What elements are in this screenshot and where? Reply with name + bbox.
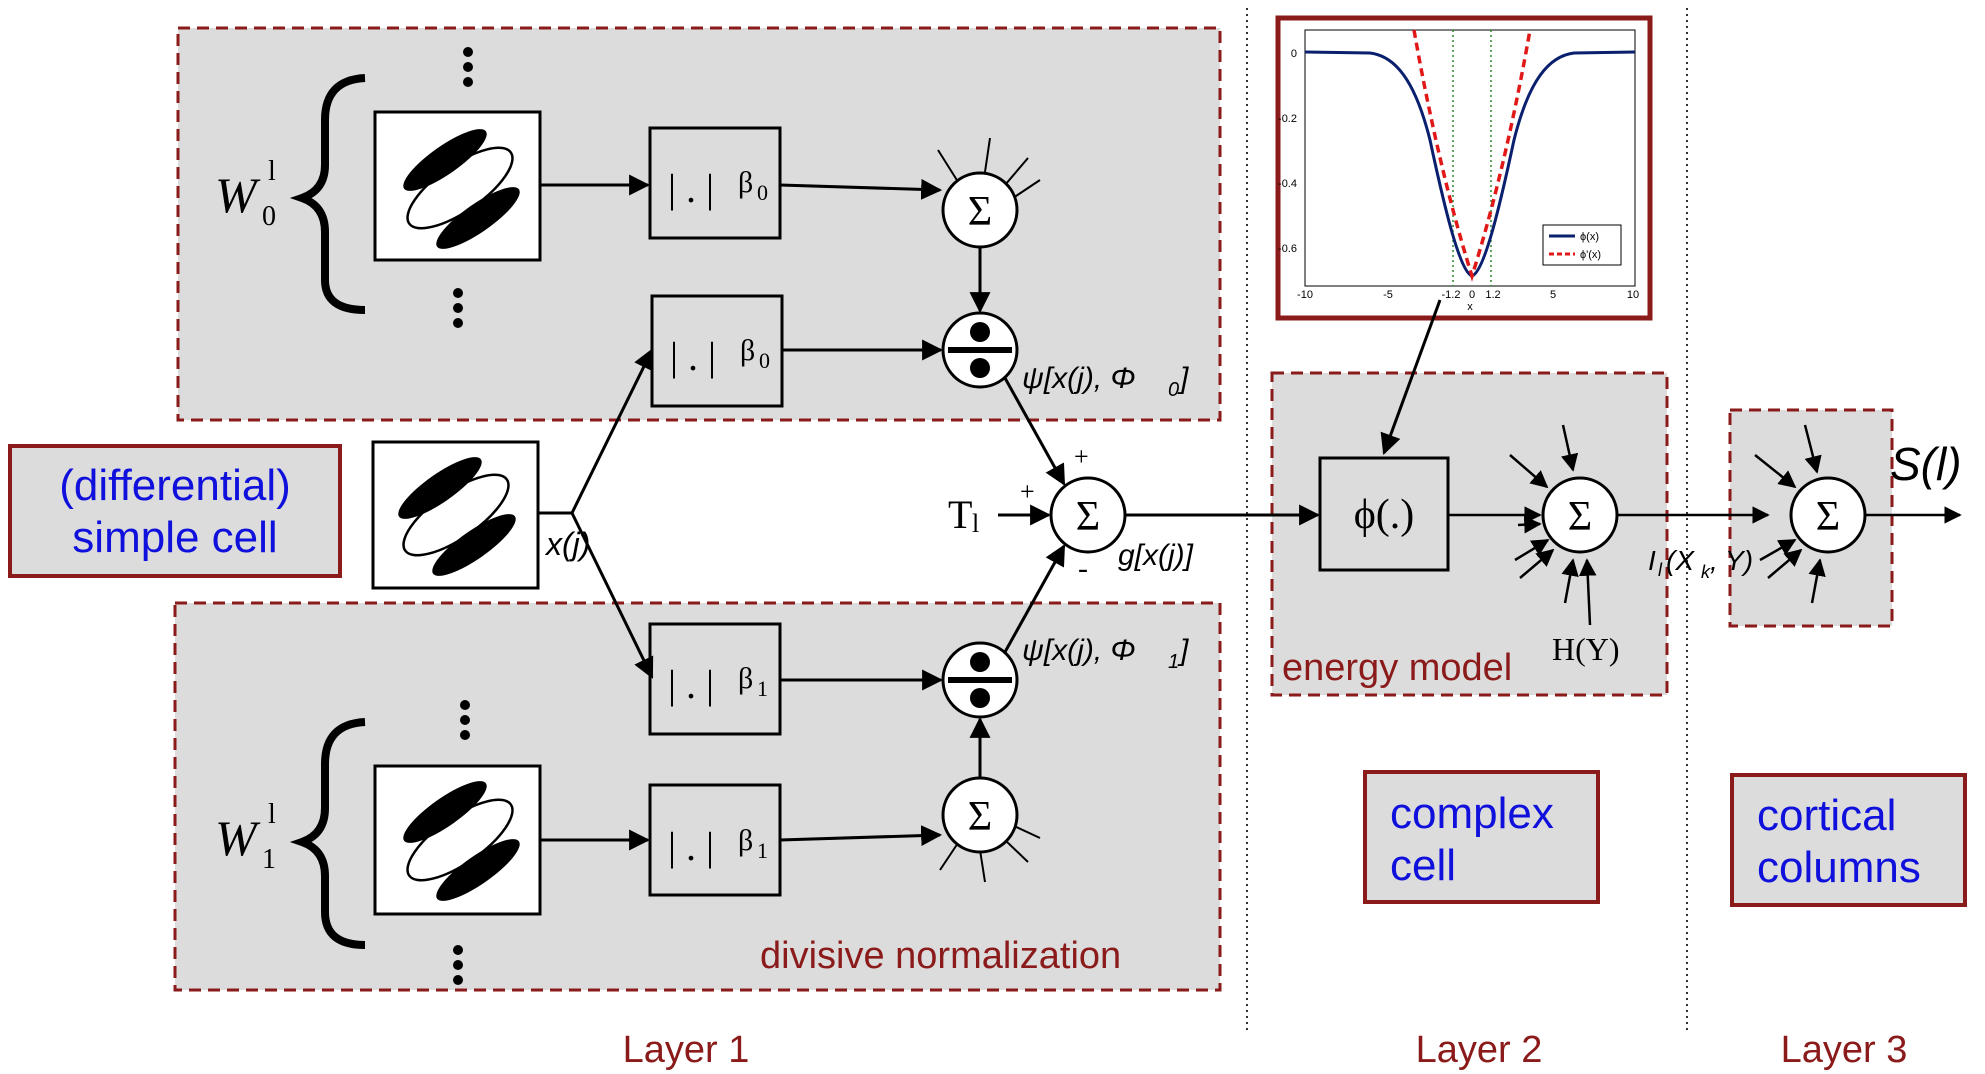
- phi-prime-curve: [1412, 29, 1532, 282]
- svg-text:0: 0: [1291, 48, 1297, 60]
- plus-top: +: [1074, 442, 1089, 471]
- svg-text:, Y): , Y): [1710, 545, 1753, 576]
- svg-text:cell: cell: [1390, 841, 1456, 890]
- tl-sub: l: [972, 509, 979, 538]
- svg-text:| . |: | . |: [668, 824, 714, 869]
- tl-label: T: [948, 492, 972, 537]
- simple-cell-box: (differential) simple cell: [8, 444, 342, 578]
- svg-text:-5: -5: [1383, 289, 1393, 301]
- divide-node-top: [941, 311, 1019, 389]
- psi0-end: ]: [1177, 362, 1189, 395]
- svg-text:I: I: [1648, 545, 1656, 576]
- abs-box-top-1: | . | β 0: [648, 126, 782, 240]
- svg-text:Σ: Σ: [1816, 494, 1840, 540]
- w0-label: W: [215, 167, 261, 223]
- inset-to-phi-arrow: [1380, 299, 1442, 455]
- layer3-connections: [1754, 424, 1962, 604]
- xj-label: x(j): [544, 526, 590, 562]
- bottom-panel: [173, 601, 1222, 992]
- svg-text:β: β: [738, 662, 753, 695]
- svg-text:-0.4: -0.4: [1278, 178, 1297, 190]
- w1-sup: l: [268, 799, 276, 830]
- svg-text:Σ: Σ: [968, 794, 992, 840]
- svg-text:| . |: | . |: [670, 334, 716, 379]
- psi1-label: ψ[x(j), Φ: [1022, 634, 1136, 667]
- svg-text:β: β: [738, 824, 753, 857]
- w0-sup: l: [268, 156, 276, 187]
- layer3-label: Layer 3: [1781, 1029, 1908, 1071]
- sum-node-center: Σ: [1049, 476, 1127, 554]
- svg-text:cortical: cortical: [1757, 791, 1896, 840]
- plus-left: +: [1020, 477, 1035, 506]
- svg-text:ϕ(x): ϕ(x): [1580, 231, 1599, 243]
- psi0-sub: 0: [1168, 379, 1179, 401]
- inset-legend: ϕ(x) ϕ'(x): [1542, 224, 1622, 266]
- divisive-normalization-label: divisive normalization: [760, 935, 1121, 977]
- sum-node-top: Σ: [937, 137, 1041, 249]
- svg-text:1: 1: [757, 838, 768, 863]
- layer1-label: Layer 1: [623, 1029, 750, 1071]
- bottom-filter-bank: W 1 l: [215, 700, 542, 985]
- layer1-connections: [538, 174, 1321, 851]
- abs-box-bottom-1: | . | β 1: [648, 622, 782, 736]
- gxj-label: g[x(j)]: [1118, 539, 1194, 572]
- w1-label: W: [215, 810, 261, 866]
- svg-text:simple cell: simple cell: [72, 513, 277, 562]
- w1-sub: 1: [262, 844, 276, 875]
- svg-text:k: k: [1701, 562, 1711, 582]
- complex-cell-box: complex cell: [1363, 770, 1600, 904]
- svg-text:Σ: Σ: [968, 189, 992, 235]
- svg-text:(X: (X: [1666, 545, 1695, 576]
- svg-text:5: 5: [1550, 289, 1556, 301]
- svg-text:0: 0: [1469, 289, 1475, 301]
- layer2-label: Layer 2: [1416, 1029, 1543, 1071]
- energy-connections: [1448, 424, 1770, 626]
- svg-text:1.2: 1.2: [1485, 289, 1500, 301]
- svg-text:l: l: [1658, 560, 1663, 580]
- psi1-sub: 1: [1168, 651, 1179, 673]
- cortical-columns-box: cortical columns: [1730, 773, 1967, 907]
- sum-node-bottom: Σ: [939, 776, 1041, 883]
- svg-text:1: 1: [757, 676, 768, 701]
- svg-text:ϕ'(x): ϕ'(x): [1580, 249, 1601, 261]
- sum-node-layer3: Σ: [1789, 476, 1867, 554]
- svg-text:x: x: [1467, 301, 1473, 313]
- svg-text:β: β: [738, 166, 753, 199]
- svg-text:10: 10: [1627, 289, 1639, 301]
- energy-model-label: energy model: [1282, 647, 1512, 689]
- svg-text:(differential): (differential): [59, 461, 291, 510]
- svg-text:-10: -10: [1297, 289, 1313, 301]
- svg-text:| . |: | . |: [668, 166, 714, 211]
- svg-text:Σ: Σ: [1568, 494, 1592, 540]
- sl-label: S(l): [1890, 438, 1962, 490]
- svg-text:0: 0: [757, 180, 768, 205]
- ixy-label: I l (X k , Y): [1648, 545, 1753, 582]
- sum-node-energy: Σ: [1541, 476, 1619, 554]
- w0-sub: 0: [262, 201, 276, 232]
- svg-text:Σ: Σ: [1076, 494, 1100, 540]
- svg-text:0: 0: [759, 348, 770, 373]
- svg-text:ϕ(.): ϕ(.): [1354, 492, 1415, 538]
- svg-text:-1.2: -1.2: [1442, 289, 1461, 301]
- top-panel: [176, 26, 1222, 422]
- svg-text:-0.2: -0.2: [1278, 113, 1297, 125]
- svg-text:complex: complex: [1390, 789, 1554, 838]
- svg-text:-0.6: -0.6: [1278, 243, 1297, 255]
- inset-plot: 0 -0.2 -0.4 -0.6 -10 -5 -1.2 0 1.2 5 10 …: [1275, 15, 1653, 321]
- svg-text:columns: columns: [1757, 843, 1921, 892]
- psi1-end: ]: [1177, 634, 1189, 667]
- divide-node-bottom: [941, 641, 1019, 719]
- top-filter-bank: W 0 l: [215, 47, 542, 328]
- minus-bottom: -: [1078, 552, 1088, 585]
- svg-text:| . |: | . |: [668, 662, 714, 707]
- psi0-label: ψ[x(j), Φ: [1022, 362, 1136, 395]
- svg-text:β: β: [740, 334, 755, 367]
- phi-box: ϕ(.): [1318, 456, 1450, 572]
- hy-label: H(Y): [1552, 631, 1620, 667]
